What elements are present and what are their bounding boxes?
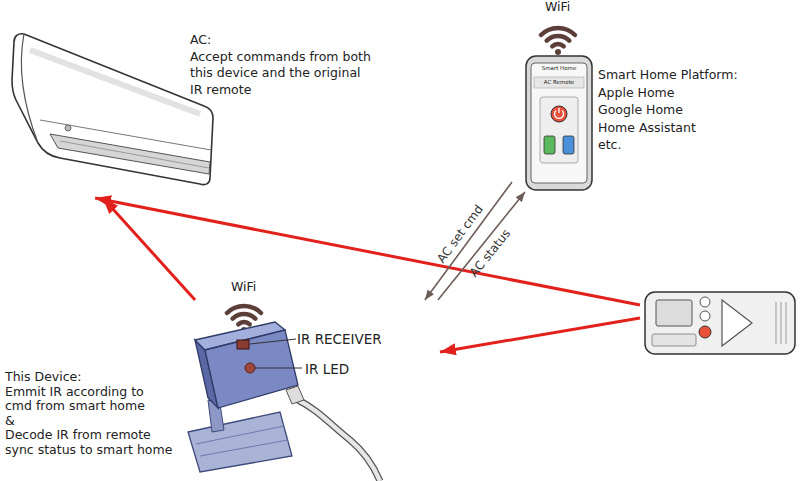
smart-home-phone: Smart Home Platform:Apple Home Google Ho… (512, 40, 800, 192)
phone-screen (531, 63, 587, 183)
remote-body (645, 292, 795, 354)
clip-ridges (196, 426, 288, 456)
ir-receiver (237, 340, 249, 349)
leader-line (250, 339, 296, 344)
power-symbol (555, 108, 564, 118)
device-clip (188, 412, 292, 472)
remote-illustration (645, 292, 795, 354)
edge-label: AC status (467, 226, 514, 279)
wifi-label: WiFi (545, 0, 570, 14)
wifi-icon (227, 306, 261, 324)
remote-grille (776, 302, 786, 344)
phone-body (526, 56, 592, 190)
ir-signal-arrow (440, 318, 640, 352)
ac-louver (50, 134, 210, 174)
wifi-arc (238, 322, 249, 324)
ac-display (65, 125, 71, 131)
leader-line (255, 368, 302, 369)
wifi-icon (541, 28, 575, 46)
mode-button (544, 136, 555, 154)
ac-shade (30, 50, 200, 114)
wifi-arc (233, 314, 256, 319)
node-text: Apple Home Google Home Home Assistant et… (598, 84, 710, 154)
phone-illustration (526, 56, 592, 190)
screen-subtitle: AC Remote (544, 79, 574, 85)
ac-unit: AC:Accept commands from both this device… (5, 28, 400, 198)
remote-button (700, 311, 710, 321)
ir-signal-arrow (95, 198, 640, 305)
part-label: IR RECEIVER (297, 331, 382, 347)
device-front (205, 330, 298, 408)
node-text: & (5, 414, 65, 429)
usb-cable (298, 400, 380, 481)
node-text: Decode IR from remote sync status to sma… (5, 428, 176, 457)
ir-bridge-device: This Device:Emmit IR according to cmd fr… (180, 300, 440, 472)
part-label: IR LED (305, 361, 349, 377)
usb-cable-outline (298, 400, 380, 481)
ir-led (245, 363, 255, 373)
node-heading: AC: (190, 32, 340, 49)
wifi-label: WiFi (231, 279, 256, 294)
wifi-arc (547, 36, 570, 41)
remote-button (700, 297, 710, 307)
ir-signal-arrow (103, 198, 195, 300)
node-text: Emmit IR according to cmd from smart hom… (5, 385, 155, 414)
remote-paddle (722, 300, 752, 346)
node-heading: Smart Home Platform: (598, 66, 768, 84)
fan-button (563, 136, 574, 154)
wifi-arc (552, 44, 563, 46)
node-heading: This Device: (5, 370, 165, 385)
remote-screen (656, 300, 692, 326)
ir-remote (640, 285, 800, 360)
power-button (551, 106, 567, 122)
wifi-arc (227, 306, 261, 313)
wifi-dot (555, 49, 561, 55)
remote-strip (652, 334, 696, 346)
screen-panel (540, 97, 578, 163)
ac-illustration (12, 34, 213, 185)
ac-louver-line (60, 141, 209, 168)
node-text: Accept commands from both this device an… (190, 49, 376, 99)
remote-power-button (699, 326, 711, 338)
wifi-arc (541, 28, 575, 35)
ac-body (12, 34, 213, 185)
usb-plug (286, 386, 304, 404)
screen-title: Smart Home (542, 65, 577, 71)
screen-bar (534, 77, 584, 88)
